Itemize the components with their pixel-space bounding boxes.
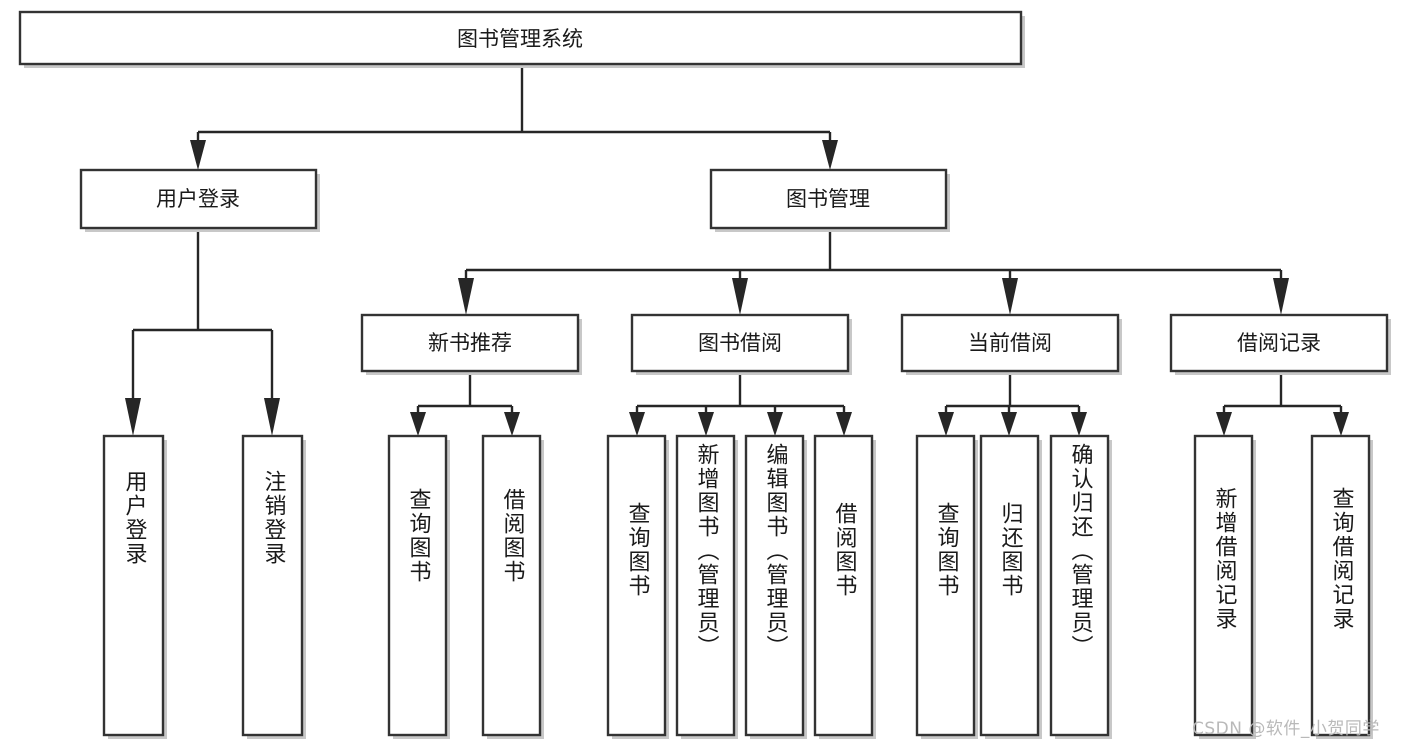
- node-current-borrow-label: 当前借阅: [968, 331, 1052, 355]
- leaf-box: [481, 434, 542, 737]
- arrow-head-borrowrecord-2: [1333, 412, 1349, 436]
- leaf-node-borrowrecord-query[interactable]: [1310, 434, 1373, 739]
- leaf-box: [675, 434, 736, 737]
- leaf-box: [1310, 434, 1371, 737]
- leaf-node-newbook-query[interactable]: [387, 434, 450, 739]
- leaf-box: [813, 434, 874, 737]
- arrow-head-level2-2: [822, 140, 838, 170]
- arrow-head-borrowrecord-1: [1216, 412, 1232, 436]
- node-root-label: 图书管理系统: [457, 27, 583, 51]
- watermark-text: CSDN @软件_小贺同学: [1192, 719, 1380, 739]
- leaf-node-user-login-logout[interactable]: [241, 434, 306, 739]
- arrow-head-bookborrow-4: [836, 412, 852, 436]
- node-user-login[interactable]: 用户登录: [79, 168, 320, 232]
- leaf-node-currentborrow-query[interactable]: [915, 434, 978, 739]
- node-book-management-label: 图书管理: [786, 187, 870, 211]
- arrow-head-level3-4: [1273, 278, 1289, 315]
- leaf-node-user-login-login[interactable]: [102, 434, 167, 739]
- node-book-borrow-label: 图书借阅: [698, 331, 782, 355]
- node-user-login-box: [79, 168, 318, 230]
- leaf-box: [744, 434, 805, 737]
- leaf-node-borrowrecord-add[interactable]: [1193, 434, 1256, 739]
- leaf-node-newbook-borrow[interactable]: [481, 434, 544, 739]
- arrow-head-currentborrow-1: [938, 412, 954, 436]
- node-book-management-box: [709, 168, 948, 230]
- leaf-box: [1049, 434, 1110, 737]
- arrow-head-userlogin-1: [125, 398, 141, 436]
- node-book-management[interactable]: 图书管理: [709, 168, 950, 232]
- node-root[interactable]: 图书管理系统: [18, 10, 1025, 68]
- node-book-borrow[interactable]: 图书借阅: [630, 313, 852, 375]
- leaf-node-currentborrow-confirm[interactable]: [1049, 434, 1112, 739]
- arrow-head-bookborrow-1: [629, 412, 645, 436]
- leaf-box: [606, 434, 667, 737]
- node-borrow-record[interactable]: 借阅记录: [1169, 313, 1391, 375]
- arrow-head-newbook-2: [504, 412, 520, 436]
- node-current-borrow[interactable]: 当前借阅: [900, 313, 1122, 375]
- leaf-box: [979, 434, 1040, 737]
- node-borrow-record-box: [1169, 313, 1389, 373]
- node-new-book-recommend-label: 新书推荐: [428, 331, 512, 355]
- leaf-node-bookborrow-add[interactable]: [675, 434, 738, 739]
- arrow-head-level2-1: [190, 140, 206, 170]
- arrow-head-level3-2: [732, 278, 748, 315]
- node-book-borrow-box: [630, 313, 850, 373]
- leaf-box: [387, 434, 448, 737]
- arrow-head-level3-1: [458, 278, 474, 315]
- node-root-box: [18, 10, 1023, 66]
- arrow-head-level3-3: [1002, 278, 1018, 315]
- connector-group: [125, 68, 1349, 436]
- node-new-book-recommend-box: [360, 313, 580, 373]
- node-borrow-record-label: 借阅记录: [1237, 331, 1321, 355]
- arrow-head-currentborrow-3: [1071, 412, 1087, 436]
- leaf-box: [915, 434, 976, 737]
- leaf-box: [241, 434, 304, 737]
- arrow-head-currentborrow-2: [1001, 412, 1017, 436]
- arrow-head-newbook-1: [410, 412, 426, 436]
- leaf-node-bookborrow-edit[interactable]: [744, 434, 807, 739]
- node-new-book-recommend[interactable]: 新书推荐: [360, 313, 582, 375]
- leaf-node-bookborrow-borrow[interactable]: [813, 434, 876, 739]
- arrow-head-userlogin-2: [264, 398, 280, 436]
- leaf-box: [1193, 434, 1254, 737]
- node-user-login-label: 用户登录: [156, 187, 240, 211]
- leaf-node-currentborrow-return[interactable]: [979, 434, 1042, 739]
- leaf-box: [102, 434, 165, 737]
- leaf-node-bookborrow-query[interactable]: [606, 434, 669, 739]
- arrow-head-bookborrow-3: [767, 412, 783, 436]
- arrow-head-bookborrow-2: [698, 412, 714, 436]
- node-current-borrow-box: [900, 313, 1120, 373]
